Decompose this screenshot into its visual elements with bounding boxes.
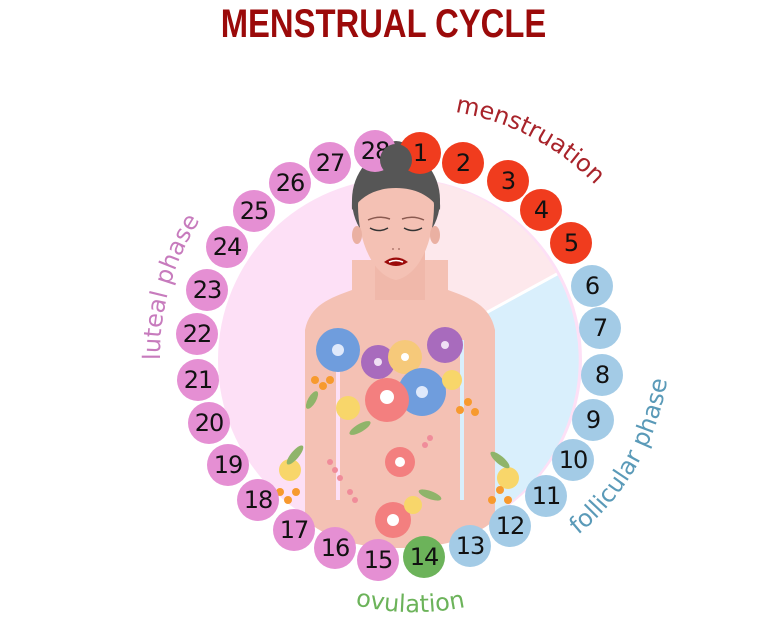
day-circle-19: 19 (207, 444, 249, 486)
closed-eye-left (369, 227, 389, 232)
day-circle-24: 24 (206, 226, 248, 268)
day-circle-2: 2 (442, 142, 484, 184)
day-circle-8: 8 (581, 354, 623, 396)
woman-illustration (276, 141, 519, 548)
day-circle-23: 23 (186, 269, 228, 311)
day-circle-12: 12 (489, 505, 531, 547)
day-circle-11: 11 (525, 475, 567, 517)
day-circle-5: 5 (550, 222, 592, 264)
face (358, 185, 434, 280)
day-circle-3: 3 (487, 160, 529, 202)
day-circle-27: 27 (309, 142, 351, 184)
day-circle-25: 25 (233, 190, 275, 232)
day-circle-10: 10 (552, 439, 594, 481)
day-circle-13: 13 (449, 525, 491, 567)
day-circle-20: 20 (188, 402, 230, 444)
day-circle-16: 16 (314, 527, 356, 569)
day-circle-22: 22 (176, 313, 218, 355)
day-circle-4: 4 (520, 189, 562, 231)
day-circle-18: 18 (237, 479, 279, 521)
day-circle-26: 26 (269, 162, 311, 204)
day-circle-21: 21 (177, 359, 219, 401)
lips (384, 257, 408, 266)
day-circle-9: 9 (572, 399, 614, 441)
flower-decoration (276, 327, 519, 538)
day-circle-7: 7 (579, 307, 621, 349)
day-circle-17: 17 (273, 509, 315, 551)
day-circle-6: 6 (571, 265, 613, 307)
closed-eye-right (403, 227, 423, 232)
day-circle-15: 15 (357, 539, 399, 581)
page-title: MENSTRUAL CYCLE (220, 2, 547, 46)
day-circle-14: 14 (403, 536, 445, 578)
